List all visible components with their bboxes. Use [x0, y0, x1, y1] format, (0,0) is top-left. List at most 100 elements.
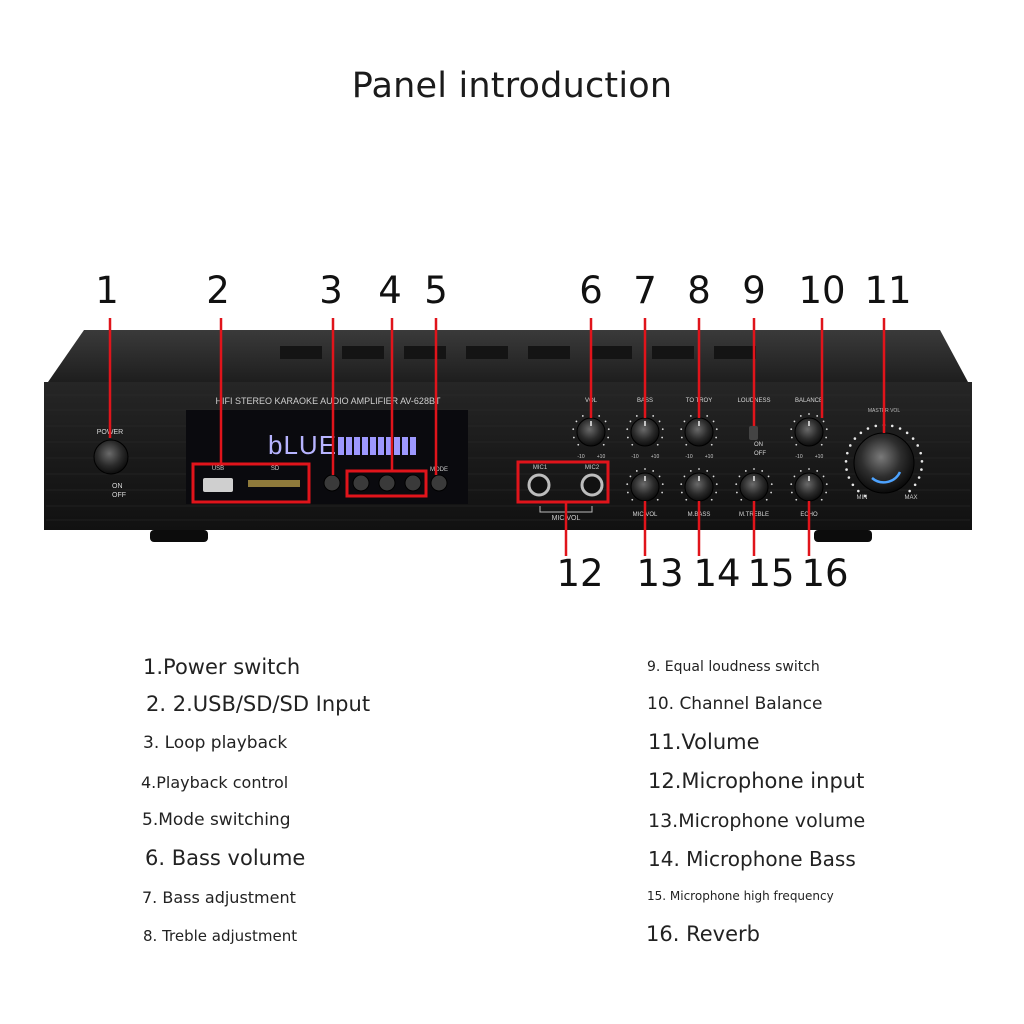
highlight-mic-inputs — [516, 460, 610, 504]
callout-1: 1 — [95, 269, 119, 312]
amp-front-face — [44, 382, 972, 530]
highlight-playback — [345, 469, 428, 498]
legend-item-5: 5.Mode switching — [142, 810, 291, 830]
callout-9: 9 — [742, 269, 766, 312]
master-dot — [845, 468, 848, 471]
legend-item-16: 16. Reverb — [646, 922, 760, 946]
master-dot — [863, 494, 867, 498]
highlight-boxes — [191, 460, 610, 504]
mic1-jack — [527, 473, 551, 497]
master-glow — [871, 471, 902, 484]
master-dot — [851, 483, 855, 487]
amp-foot-right — [814, 530, 872, 542]
master-dot — [919, 451, 923, 455]
mic2-label: MIC2 — [585, 465, 600, 471]
callout-6: 6 — [579, 269, 603, 312]
sd-slot — [248, 480, 300, 487]
callout-16: 16 — [801, 552, 849, 595]
master-dot — [908, 489, 911, 493]
master-dot — [848, 444, 852, 447]
master-dot — [916, 444, 920, 447]
callout-14: 14 — [693, 552, 741, 595]
top-knob-2-min: -10 — [631, 454, 638, 460]
callout-5: 5 — [424, 269, 448, 312]
master-dot — [913, 483, 917, 487]
usb-label: USB — [212, 466, 224, 472]
loudness-switch — [749, 426, 758, 440]
master-dot — [898, 427, 902, 430]
display-readout: bLUE — [268, 430, 337, 460]
next-button — [404, 474, 422, 492]
legend-item-12: 12.Microphone input — [648, 769, 865, 793]
top-knob-3-max: +10 — [705, 454, 714, 460]
play-button — [378, 474, 396, 492]
amp-foot-left — [150, 530, 208, 542]
master-dot — [905, 431, 909, 435]
master-dot — [917, 476, 921, 479]
page-title: Panel introduction — [351, 66, 673, 106]
leader-lines — [108, 318, 886, 556]
spectrum-bars — [338, 437, 416, 455]
callout-2: 2 — [206, 269, 230, 312]
legend-item-9: 9. Equal loudness switch — [647, 659, 820, 675]
legend-item-1: 1.Power switch — [143, 655, 301, 679]
master-min-label: MIN — [857, 495, 868, 501]
master-dot — [866, 427, 870, 430]
callout-8: 8 — [687, 269, 711, 312]
master-dot — [890, 424, 894, 428]
legend-item-4: 4.Playback control — [141, 773, 289, 792]
mode-label: MODE — [430, 467, 448, 473]
legend-item-10: 10. Channel Balance — [647, 694, 823, 714]
usb-port — [203, 478, 233, 492]
legend-item-2: 2. 2.USB/SD/SD Input — [146, 692, 371, 716]
prev-button — [352, 474, 370, 492]
master-dot — [845, 451, 849, 455]
top-knob-1-min: -10 — [577, 454, 584, 460]
loudness-on-label: ON — [754, 442, 763, 448]
loudness-off-label: OFF — [754, 451, 766, 457]
power-on-label: ON — [112, 483, 123, 490]
top-knob-3-min: -10 — [685, 454, 692, 460]
master-dot — [874, 424, 878, 428]
legend-item-15: 15. Microphone high frequency — [647, 889, 834, 903]
bottom-knob-2: M.BASS — [680, 468, 718, 518]
top-vents — [280, 346, 756, 359]
legend-item-13: 13.Microphone volume — [648, 810, 866, 832]
top-knob-1-max: +10 — [597, 454, 606, 460]
callout-3: 3 — [319, 269, 343, 312]
power-switch — [93, 439, 129, 475]
master-dot — [920, 468, 923, 471]
sd-label: SD — [271, 466, 280, 472]
master-dot — [911, 437, 915, 440]
master-dot — [859, 431, 863, 435]
master-dot — [847, 476, 851, 479]
callout-10: 10 — [798, 269, 846, 312]
master-dot — [857, 489, 860, 493]
master-max-label: MAX — [904, 495, 917, 501]
top-knob-4-min: -10 — [795, 454, 802, 460]
mic1-label: MIC1 — [533, 465, 548, 471]
master-dot — [920, 460, 924, 463]
legend-item-11: 11.Volume — [648, 730, 760, 754]
power-off-label: OFF — [112, 492, 126, 499]
mode-button — [430, 474, 448, 492]
legend-item-6: 6. Bass volume — [145, 846, 306, 870]
callout-13: 13 — [636, 552, 684, 595]
loop-button — [323, 474, 341, 492]
master-dot — [853, 437, 857, 440]
callout-15: 15 — [747, 552, 795, 595]
legend-item-8: 8. Treble adjustment — [143, 927, 298, 945]
legend-item-7: 7. Bass adjustment — [142, 888, 296, 907]
callout-7: 7 — [633, 269, 657, 312]
callout-11: 11 — [864, 269, 912, 312]
top-knob-4-max: +10 — [815, 454, 824, 460]
top-knob-2-max: +10 — [651, 454, 660, 460]
master-volume-knob — [853, 432, 915, 494]
top-knob-4: BALANCE-10+10 — [790, 398, 828, 460]
master-dot — [844, 460, 848, 463]
model-text: HIFI STEREO KARAOKE AUDIO AMPLIFIER AV-6… — [216, 396, 441, 406]
mic2-jack — [580, 473, 604, 497]
legend-item-3: 3. Loop playback — [143, 733, 288, 753]
